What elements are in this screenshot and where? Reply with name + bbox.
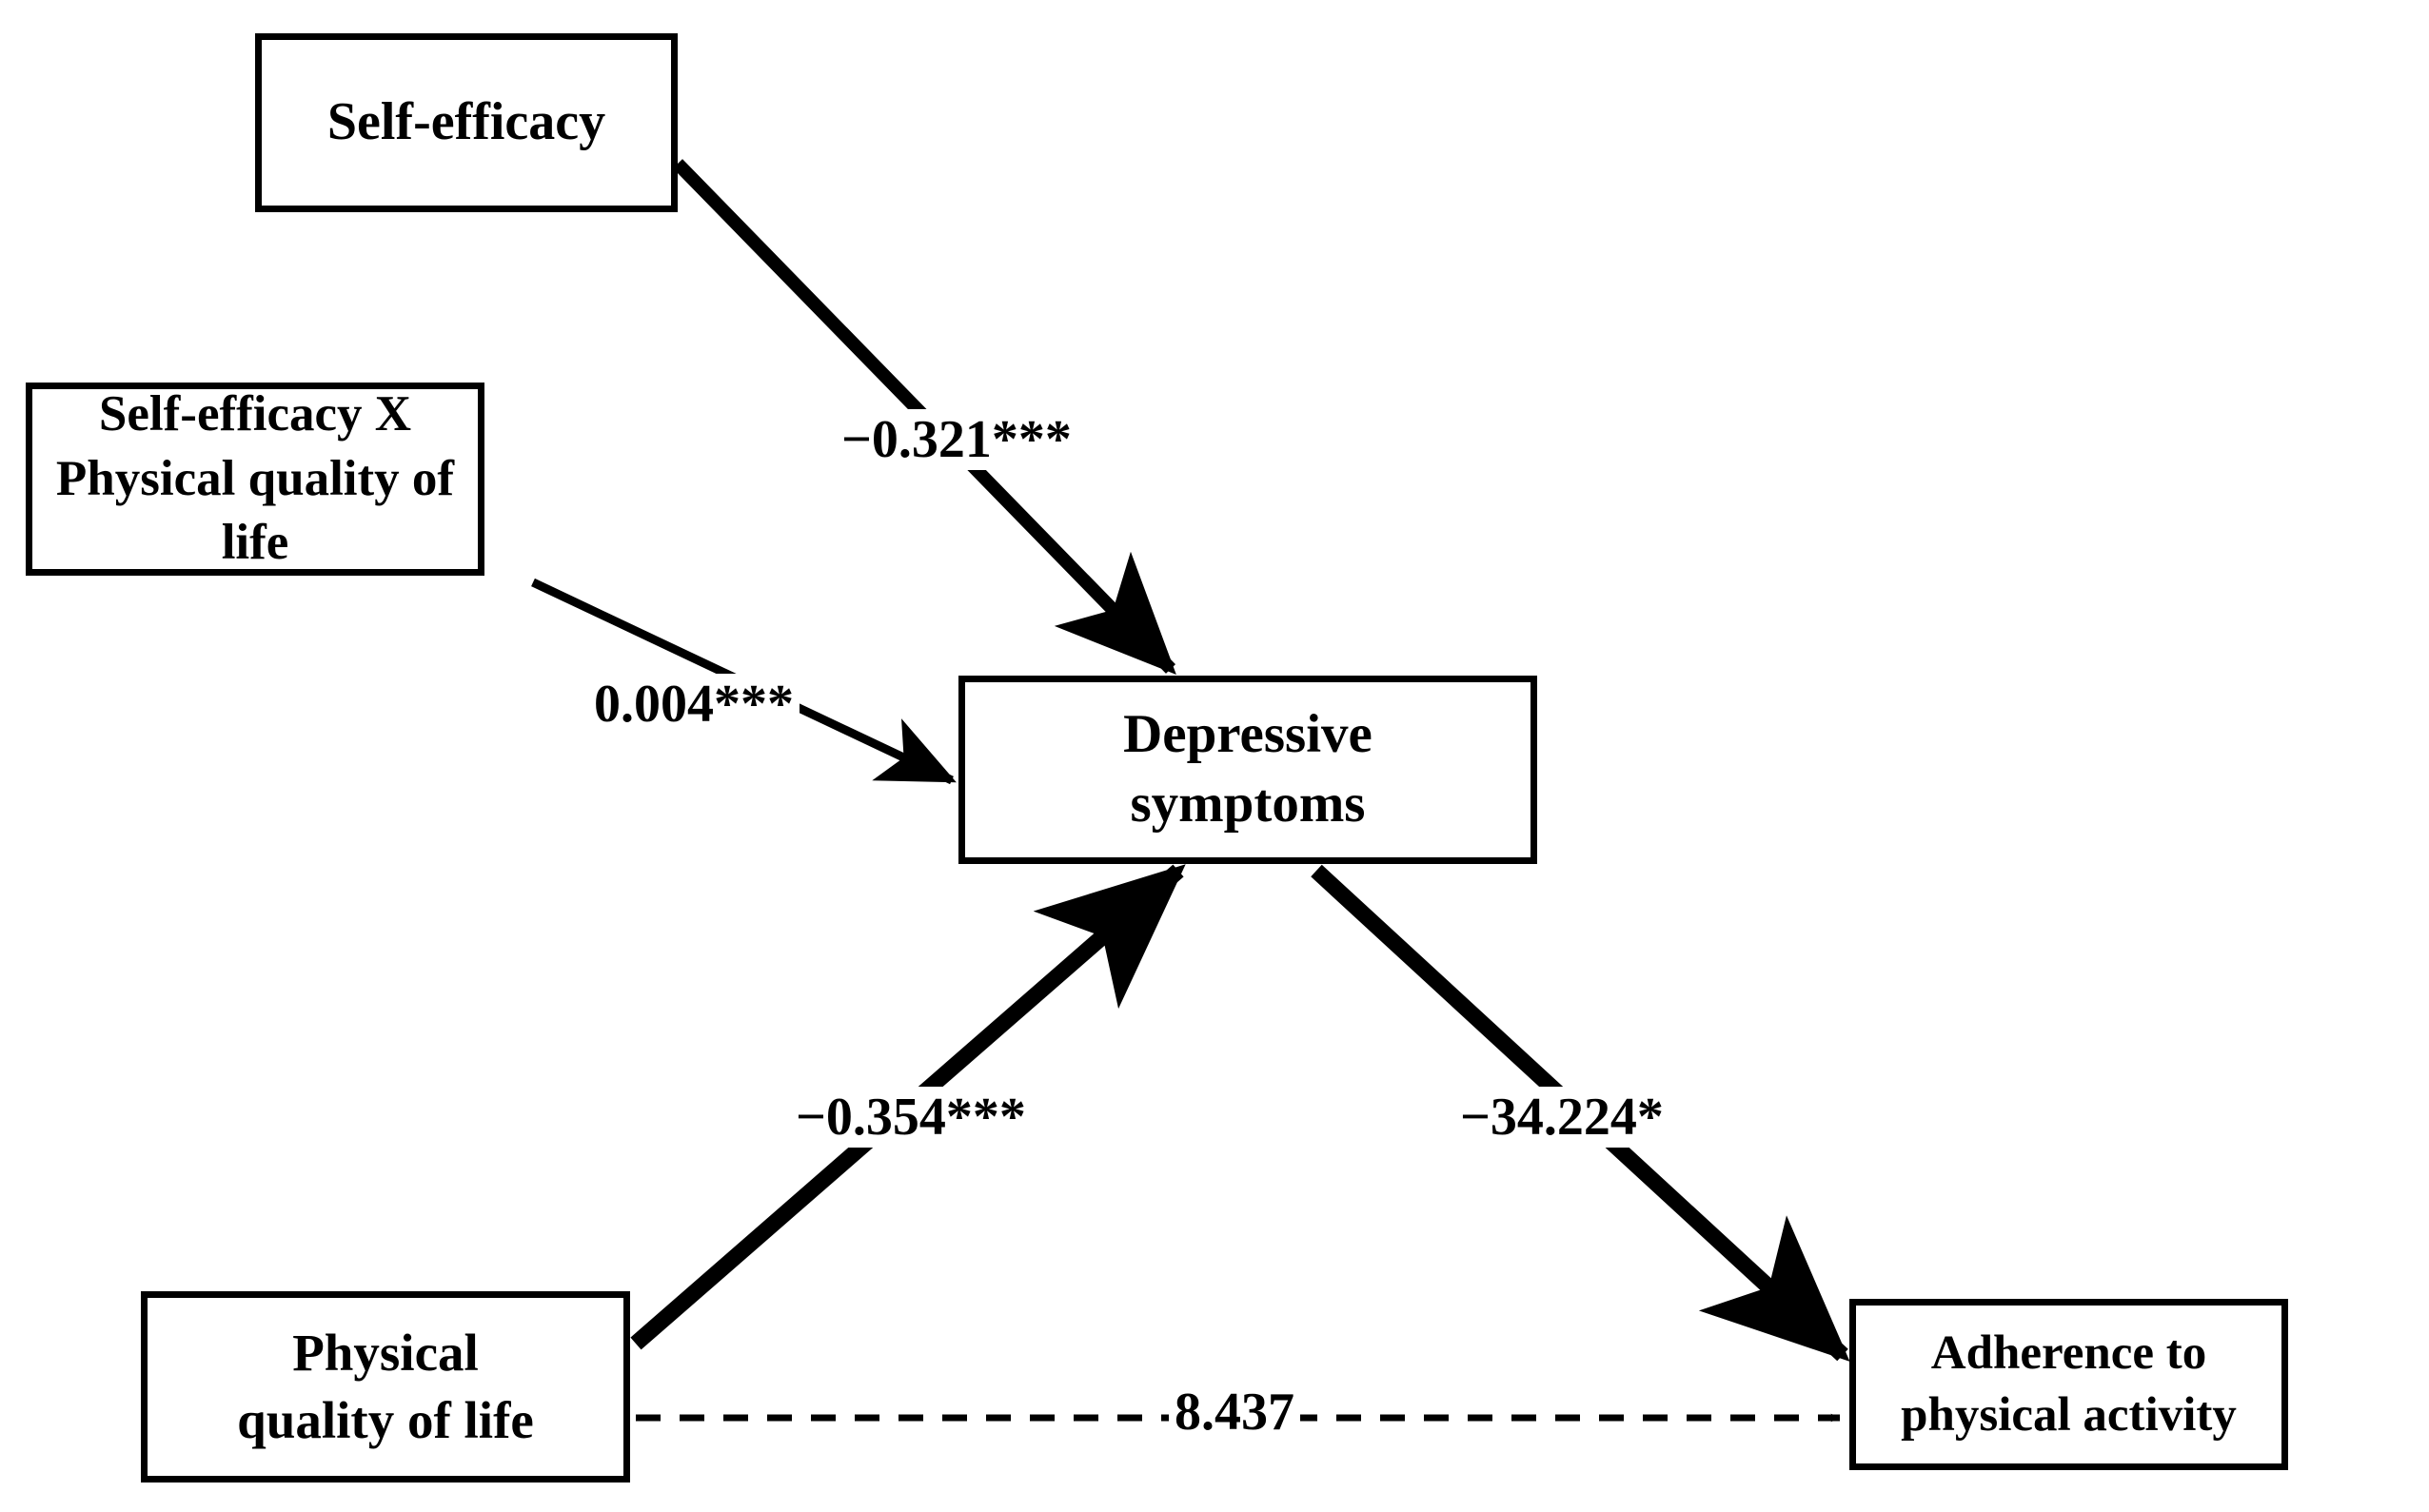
edge-label-self-efficacy-to-depressive: −0.321*** — [836, 409, 1077, 470]
node-adherence-to-physical-activity[interactable]: Adherence to physical activity — [1849, 1299, 2288, 1470]
node-adherence-label: Adherence to physical activity — [1901, 1325, 2237, 1442]
node-physical-quality-of-life-label: Physical quality of life — [237, 1324, 534, 1449]
node-interaction-label: Self-efficacy X Physical quality of life — [55, 385, 455, 571]
edge-label-depressive-to-adherence: −34.224* — [1454, 1087, 1669, 1148]
edge-label-physicalqol-to-depressive: −0.354*** — [790, 1087, 1032, 1148]
edge-label-interaction-to-depressive: 0.004*** — [588, 674, 800, 735]
node-self-efficacy[interactable]: Self-efficacy — [255, 33, 678, 212]
node-self-efficacy-x-physical-quality-of-life[interactable]: Self-efficacy X Physical quality of life — [26, 383, 484, 576]
node-self-efficacy-label: Self-efficacy — [326, 92, 606, 152]
node-depressive-symptoms[interactable]: Depressive symptoms — [958, 676, 1537, 864]
edge-label-physicalqol-to-adherence: 8.437 — [1169, 1382, 1300, 1443]
node-physical-quality-of-life[interactable]: Physical quality of life — [141, 1291, 630, 1483]
node-depressive-symptoms-label: Depressive symptoms — [1123, 704, 1372, 834]
